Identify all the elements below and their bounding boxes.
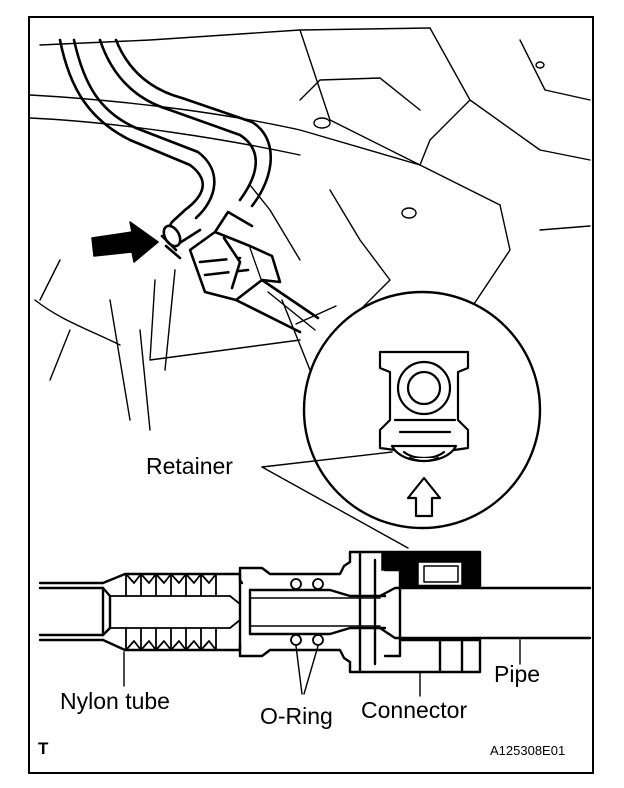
pipe-section xyxy=(249,586,592,640)
barbed-stem xyxy=(109,573,241,651)
pipe-label: Pipe xyxy=(494,661,541,687)
o-rings xyxy=(290,578,324,646)
nylon-tube-end xyxy=(160,208,202,260)
figure-code: A125308E01 xyxy=(490,743,566,758)
figure-frame xyxy=(28,16,594,774)
bolt-hole xyxy=(401,207,417,219)
fuel-line-bundle xyxy=(58,38,272,220)
retainer-label: Retainer xyxy=(146,453,233,479)
o-ring-label: O-Ring xyxy=(260,703,333,729)
connector-label: Connector xyxy=(361,697,468,723)
corner-mark: T xyxy=(38,739,49,758)
bolt-hole xyxy=(313,117,331,129)
nylon-tube-label: Nylon tube xyxy=(60,688,170,714)
bolt-hole xyxy=(535,61,545,69)
section-leader-lines xyxy=(123,639,521,697)
connector-cross-section xyxy=(38,550,592,674)
push-direction-arrow xyxy=(91,221,159,263)
detail-callout-lines xyxy=(267,291,337,371)
retainer-leader-lines xyxy=(261,451,409,549)
retainer-detail-view xyxy=(302,290,542,530)
scene-quick-connector xyxy=(188,210,320,334)
retainer-section xyxy=(381,551,481,587)
release-direction-arrow xyxy=(406,476,442,518)
